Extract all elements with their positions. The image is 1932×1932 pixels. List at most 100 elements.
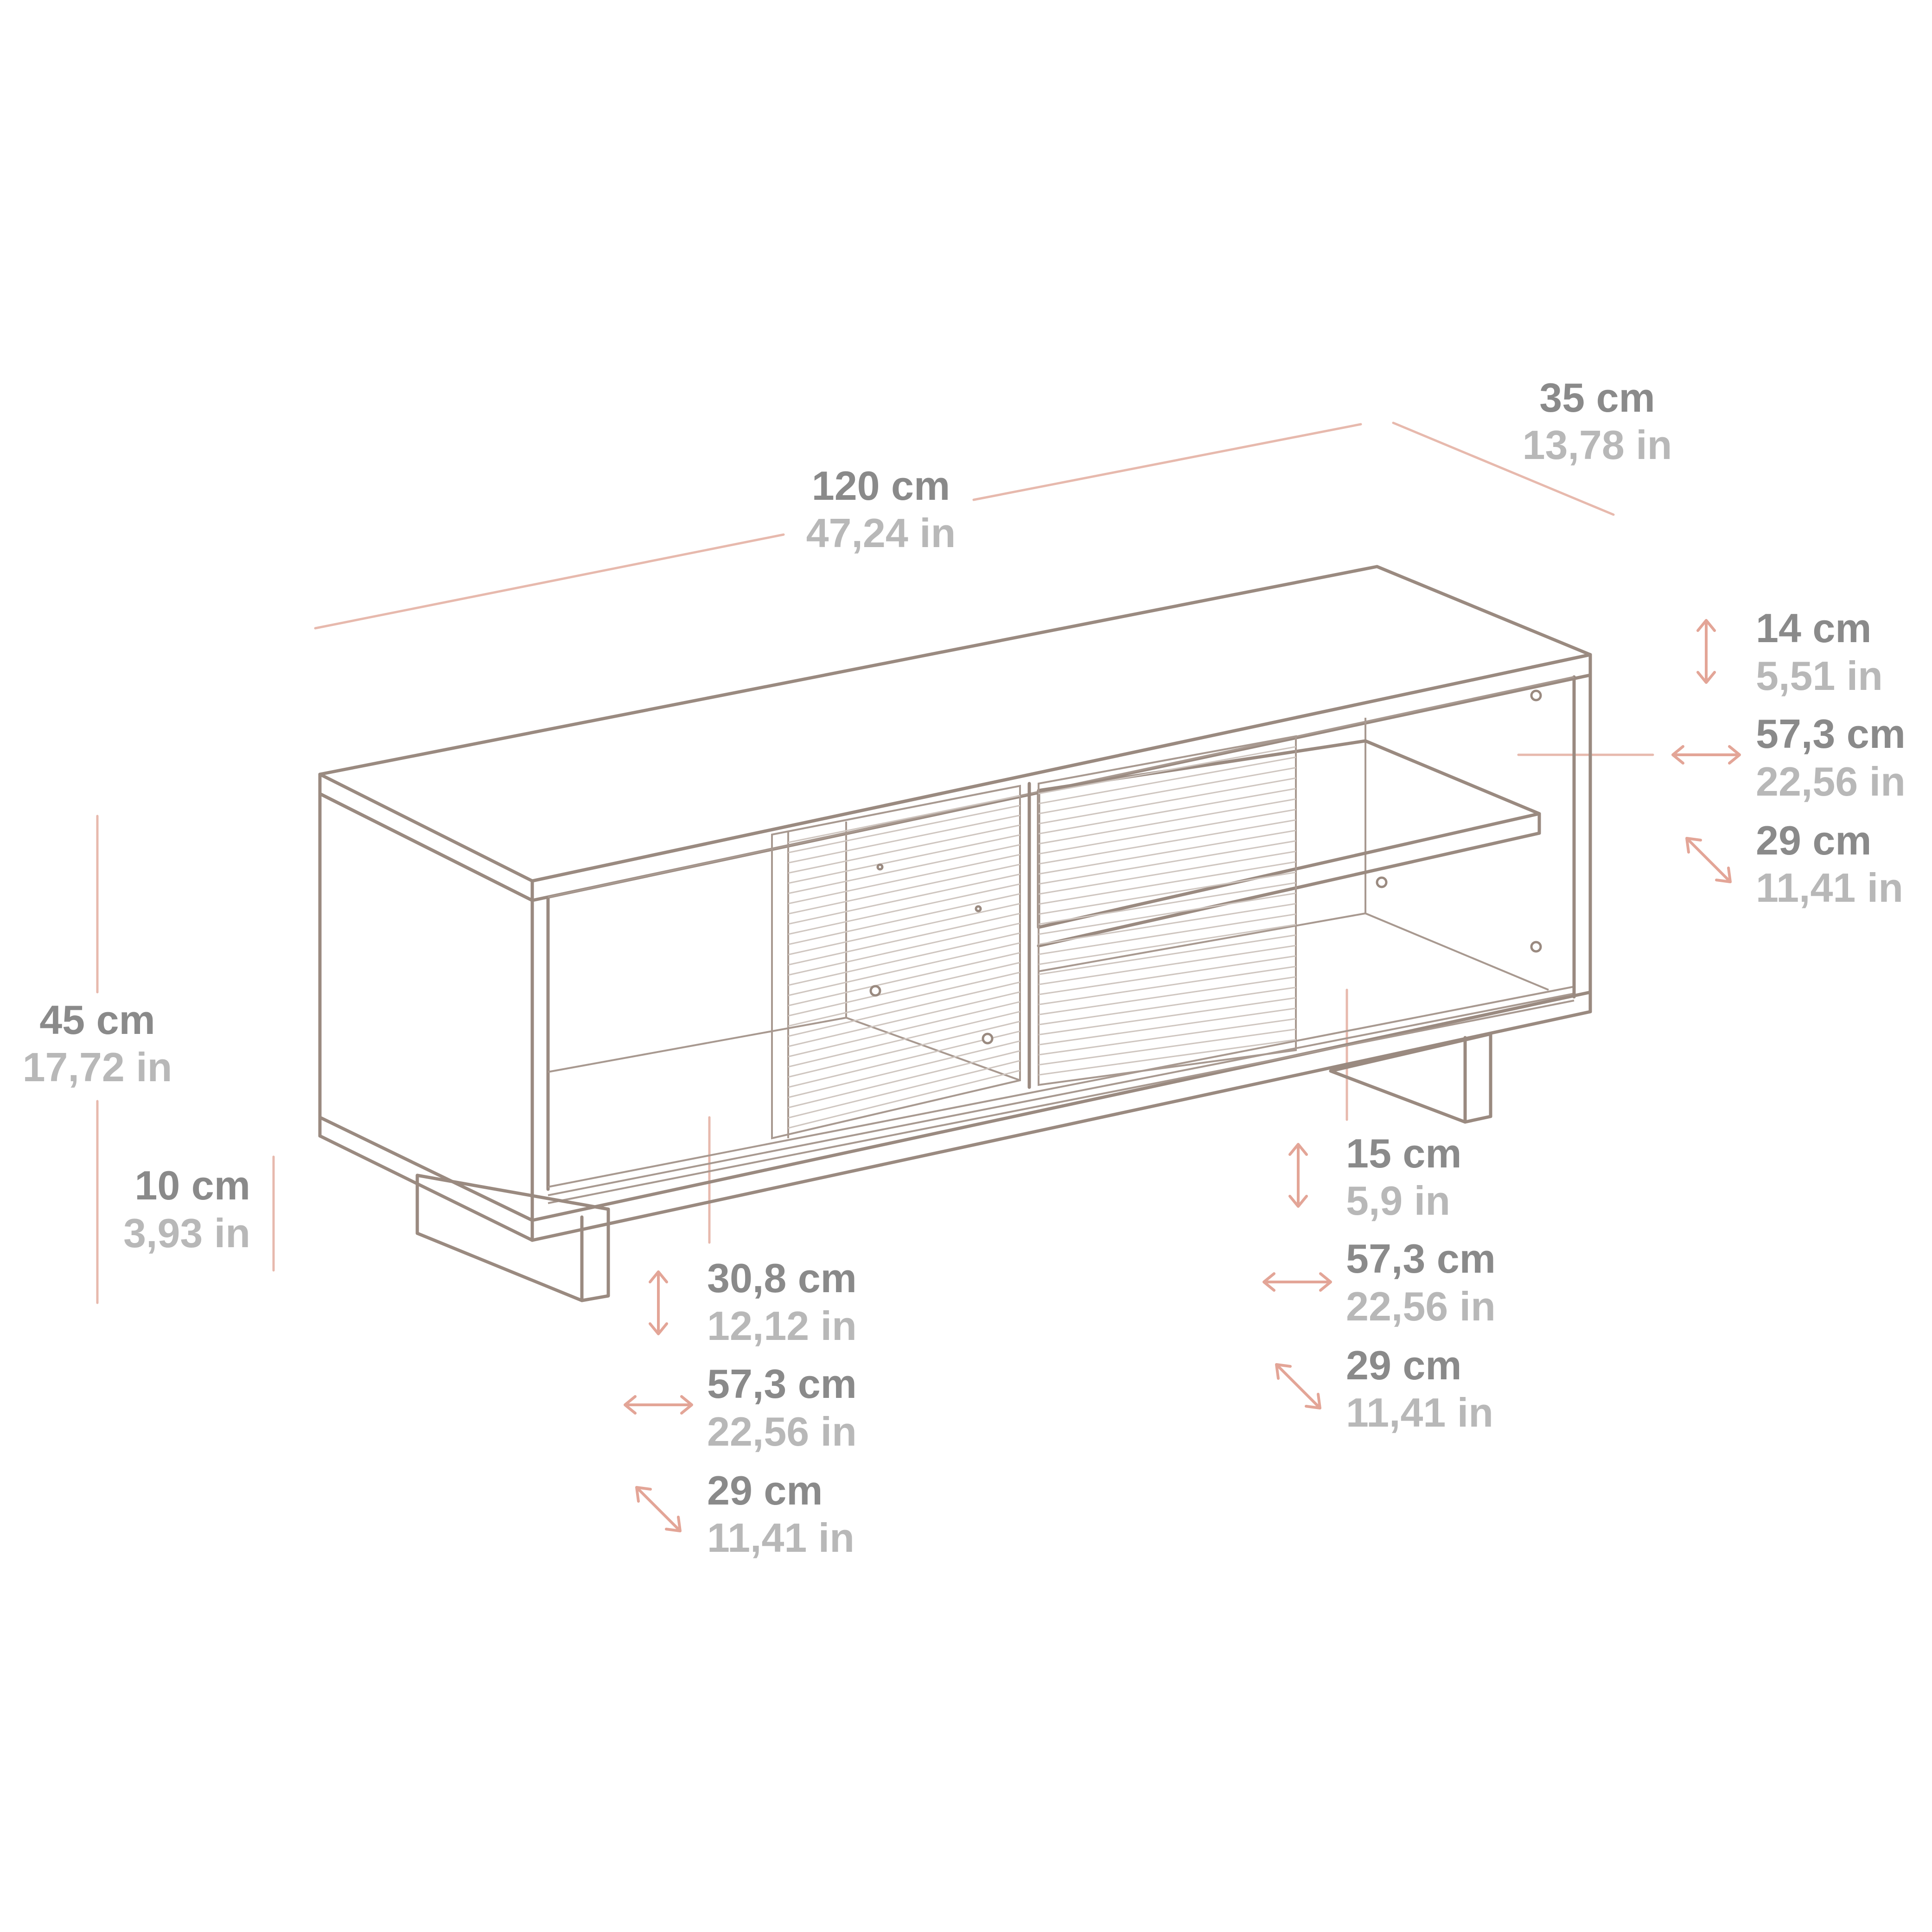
legs-cm-label: 10 cm: [134, 1162, 250, 1208]
door-slat: [1038, 955, 1296, 995]
door-slat: [788, 874, 1020, 925]
top-shelf-depth-cm-label: 29 cm: [1756, 817, 1872, 863]
bottom-inner-edge-2: [548, 993, 1575, 1196]
door-slat: [1038, 965, 1296, 1006]
top-surface: [318, 565, 1592, 883]
door-slat: [1038, 903, 1296, 945]
shelf-pin-lower-right: [1530, 941, 1542, 953]
inner-divider-diagonal: [846, 1017, 1020, 1081]
door-slat: [788, 1040, 1020, 1098]
height-in-label: 17,72 in: [23, 1044, 172, 1090]
height-cm-label: 45 cm: [39, 997, 155, 1043]
right-compartment-depth-cm-label: 29 cm: [1346, 1342, 1462, 1388]
left-compartment-width-in-label: 22,56 in: [707, 1409, 857, 1454]
right-compartment-width-in-label: 22,56 in: [1346, 1283, 1496, 1329]
door-slat: [1038, 976, 1296, 1015]
door-slat: [1038, 1039, 1296, 1076]
door-slat: [1038, 850, 1296, 895]
door-slat: [1038, 798, 1296, 845]
door-slat: [1038, 944, 1296, 985]
door-slat: [1038, 788, 1296, 835]
door-slat: [788, 932, 1020, 986]
right-compartment-back-bottom: [1038, 912, 1366, 972]
horizontal-arrow-icon: [624, 1395, 693, 1415]
right-shelf-front-lower: [1037, 831, 1541, 948]
door-slat: [1038, 997, 1296, 1036]
door-slat: [788, 981, 1020, 1037]
door-slat: [788, 1011, 1020, 1068]
top-shelf-height-in-label: 5,51 in: [1756, 653, 1883, 699]
door-slat: [788, 912, 1020, 966]
door-slat: [788, 922, 1020, 976]
left-side-panel-base-edge: [318, 1134, 534, 1242]
door-slat: [1038, 1018, 1296, 1056]
left-compartment-width-cm-label: 57,3 cm: [707, 1361, 857, 1407]
horizontal-arrow-icon: [1262, 1272, 1332, 1292]
right-compartment-width-cm-label: 57,3 cm: [1346, 1236, 1496, 1282]
door-slat: [788, 893, 1020, 945]
right-compartment-height-in-label: 5,9 in: [1346, 1178, 1450, 1224]
door-slat: [1038, 840, 1296, 885]
door-screw-2: [982, 1033, 994, 1045]
door-slat: [1038, 1007, 1296, 1046]
left-side-panel: [318, 792, 534, 1222]
door-screw-3: [876, 863, 884, 871]
depth-in-label: 13,78 in: [1523, 422, 1672, 468]
width-cm-label: 120 cm: [812, 463, 950, 509]
shelf-pin-middle-right: [1376, 876, 1388, 888]
door-slat: [1038, 913, 1296, 955]
door-slat: [788, 883, 1020, 935]
door-slat: [788, 1020, 1020, 1078]
right-compartment-depth-in-label: 11,41 in: [1346, 1390, 1493, 1435]
door-slat: [788, 1050, 1020, 1109]
diagonal-arrow-icon: [1685, 837, 1732, 883]
door-slat: [788, 1070, 1020, 1129]
left-leg: [415, 1173, 610, 1302]
width-dimension-line-right: [972, 423, 1362, 501]
door-screw-4: [975, 905, 982, 912]
bottom-inner-edge-3: [548, 1000, 1575, 1204]
diagonal-arrow-icon: [635, 1486, 682, 1532]
door-slat: [1038, 767, 1296, 815]
dimension-labels: 120 cm 47,24 in 35 cm 13,78 in 45 cm 17,…: [23, 375, 1906, 1561]
left-compartment-depth-in-label: 11,41 in: [707, 1515, 854, 1561]
top-shelf-width-in-label: 22,56 in: [1756, 759, 1906, 804]
right-door-frame: [1038, 735, 1297, 1086]
door-slat: [788, 854, 1020, 905]
door-slat: [1038, 893, 1296, 935]
door-slat: [788, 1001, 1020, 1058]
top-front-edge: [530, 653, 1592, 902]
diagonal-arrow-icon: [1275, 1363, 1321, 1409]
door-slat: [1038, 756, 1296, 804]
door-slat: [788, 962, 1020, 1017]
horizontal-arrow-icon: [1671, 745, 1741, 765]
door-screw-1: [869, 985, 881, 997]
vertical-arrow-icon: [1696, 619, 1716, 684]
bottom-inner-edge-1: [548, 986, 1575, 1188]
door-slat: [788, 844, 1020, 894]
door-slat: [788, 804, 1020, 854]
tv-stand-drawing: [318, 565, 1592, 1302]
door-slat: [1038, 809, 1296, 855]
door-slat: [788, 1060, 1020, 1119]
right-compartment-floor-edge: [1365, 912, 1549, 991]
top-shelf-height-cm-label: 14 cm: [1756, 605, 1872, 651]
door-slat: [1038, 829, 1296, 875]
legs-in-label: 3,93 in: [123, 1210, 250, 1256]
left-compartment-back-line: [548, 1017, 847, 1073]
door-slat: [1038, 871, 1296, 915]
door-slat: [788, 795, 1020, 843]
left-compartment-depth-cm-label: 29 cm: [707, 1467, 823, 1513]
door-slat: [788, 815, 1020, 864]
top-shelf-depth-in-label: 11,41 in: [1756, 865, 1903, 911]
door-slat: [788, 991, 1020, 1047]
arrow-icons: [624, 619, 1741, 1532]
depth-cm-label: 35 cm: [1539, 375, 1655, 421]
vertical-arrow-icon: [649, 1270, 668, 1335]
door-slat: [788, 952, 1020, 1007]
door-slat: [1038, 1028, 1296, 1066]
door-slat: [788, 863, 1020, 915]
door-slat: [788, 824, 1020, 874]
depth-dimension-line: [1392, 421, 1615, 516]
